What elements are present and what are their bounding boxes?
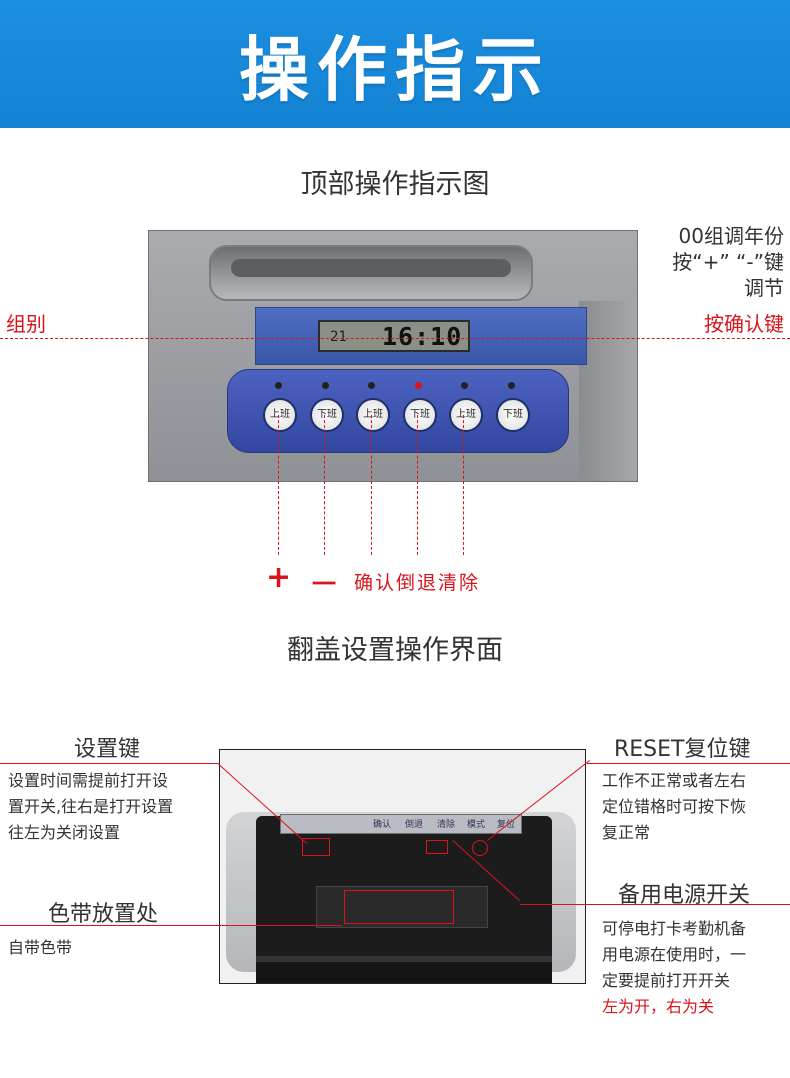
section-title-top: 顶部操作指示图 [300, 169, 490, 200]
panel-shade [579, 301, 637, 481]
board-label: 确认 [373, 820, 392, 830]
control-board: 确认 倒退 清除 模式 复位 [280, 814, 522, 834]
led-indicator-active [415, 382, 422, 389]
card-slot [209, 245, 533, 301]
key-leader [463, 415, 464, 555]
ribbon-desc: 自带色带 [8, 938, 73, 957]
power-note: 左为开，右为关 [602, 997, 715, 1016]
lcd-display: 21 16:10 [318, 320, 470, 352]
power-desc-line: 定要提前打开开关 [602, 971, 731, 990]
setting-switch-highlight [302, 838, 330, 856]
lcd-time: 16:10 [382, 322, 463, 351]
lcd-strip: 21 16:10 [255, 307, 587, 365]
key-leader [417, 415, 418, 555]
leader-reset [587, 763, 790, 764]
label-year-adjust-line: 00组调年份 [678, 224, 784, 248]
lcd-group: 21 [330, 329, 347, 345]
label-year-adjust: 00组调年份 按“+” “-”键 调节 [672, 223, 784, 301]
setting-key-desc-line: 往左为关闭设置 [8, 823, 121, 842]
key-leader [371, 415, 372, 555]
key-button: 下班 [403, 398, 437, 432]
setting-key-desc-line: 置开关,往右是打开设置 [8, 797, 174, 816]
leader-power [520, 904, 790, 905]
setting-key-desc: 设置时间需提前打开设 置开关,往右是打开设置 往左为关闭设置 [8, 768, 173, 846]
ribbon-highlight [344, 890, 454, 924]
led-indicator [508, 382, 515, 389]
reset-title: RESET复位键 [614, 737, 751, 762]
power-desc-line: 用电源在使用时，一 [602, 945, 747, 964]
label-plus: + [266, 560, 292, 595]
label-group: 组别 [6, 312, 46, 336]
label-year-adjust-line: 按“+” “-”键 [672, 250, 784, 274]
top-panel-image: 21 16:10 上班 下班 上班 下班 上班 下班 [148, 230, 638, 482]
setting-key-desc-line: 设置时间需提前打开设 [8, 771, 169, 790]
setting-key-title: 设置键 [74, 737, 141, 762]
led-indicator [368, 382, 375, 389]
board-label: 倒退 [405, 820, 424, 830]
power-desc: 可停电打卡考勤机备 用电源在使用时，一 定要提前打开开关 左为开，右为关 [602, 916, 746, 1020]
section-title-cover: 翻盖设置操作界面 [287, 635, 503, 666]
button-panel: 上班 下班 上班 下班 上班 下班 [227, 369, 569, 453]
ribbon-title: 色带放置处 [48, 902, 159, 927]
key-leader [278, 415, 279, 555]
led-indicator [322, 382, 329, 389]
leader-setting [0, 763, 218, 764]
key-button: 下班 [496, 398, 530, 432]
reset-desc-line: 工作不正常或者左右 [602, 771, 747, 790]
reset-desc-line: 定位错格时可按下恢 [602, 797, 747, 816]
annotation-line [0, 338, 790, 339]
reset-button-highlight [472, 840, 488, 856]
leader-ribbon [0, 925, 342, 926]
reset-desc-line: 复正常 [602, 823, 651, 842]
key-button: 上班 [449, 398, 483, 432]
power-title: 备用电源开关 [618, 883, 751, 908]
label-year-adjust-line: 调节 [744, 276, 784, 300]
led-indicator [275, 382, 282, 389]
led-indicator [461, 382, 468, 389]
key-button: 下班 [310, 398, 344, 432]
key-leader [324, 415, 325, 555]
power-desc-line: 可停电打卡考勤机备 [602, 919, 747, 938]
key-button: 上班 [356, 398, 390, 432]
header-banner: 操作指示 [0, 0, 790, 128]
power-switch-highlight [426, 840, 448, 854]
board-label: 复位 [497, 820, 516, 830]
reset-desc: 工作不正常或者左右 定位错格时可按下恢 复正常 [602, 768, 746, 846]
label-confirm-key: 按确认键 [704, 312, 784, 336]
board-label: 清除 [437, 820, 456, 830]
key-button: 上班 [263, 398, 297, 432]
cover-open-image: 确认 倒退 清除 模式 复位 [219, 749, 586, 984]
board-label: 模式 [467, 820, 486, 830]
label-minus: 一 [312, 570, 336, 598]
machine-base [256, 956, 552, 983]
label-actions: 确认倒退清除 [354, 572, 481, 594]
banner-title: 操作指示 [239, 28, 551, 111]
